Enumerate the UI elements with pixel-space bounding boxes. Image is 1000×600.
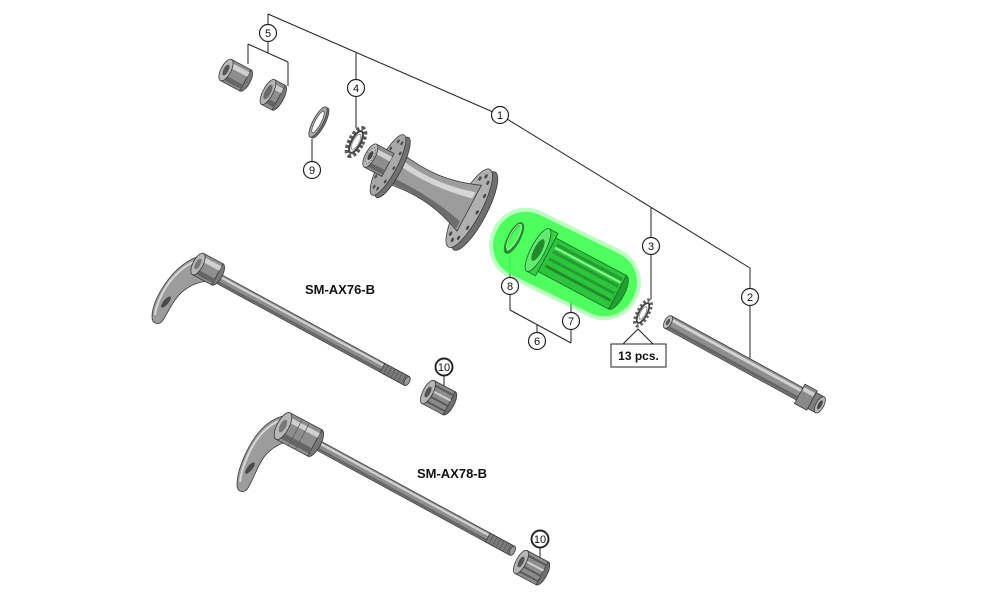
callout-9-label: 9: [309, 165, 315, 177]
callout-8: 8: [500, 276, 520, 296]
lever-slot: [161, 296, 171, 308]
thru-axle-upper-rod: [216, 274, 411, 387]
callout-10-upper: 10: [434, 357, 454, 377]
leader-lines: [247, 13, 751, 557]
thru-axle-upper-boss: [190, 252, 225, 286]
callout-7: 7: [561, 311, 581, 331]
freehub-body: [524, 228, 629, 310]
end-cap-inner: [259, 79, 287, 111]
quantity-note-text: 13 pcs.: [618, 349, 659, 363]
thru-axle-upper: [151, 252, 411, 387]
callout-6-label: 6: [534, 336, 540, 348]
callout-4-label: 4: [353, 83, 359, 95]
callout-5: 5: [258, 23, 278, 43]
callout-1: 1: [490, 105, 510, 125]
thru-axle-lower-boss: [273, 412, 324, 457]
callout-10-upper-label: 10: [438, 362, 450, 374]
callout-1-label: 1: [497, 110, 503, 122]
callout-6: 6: [527, 331, 547, 351]
callout-4: 4: [346, 78, 366, 98]
callout-10-lower: 10: [530, 529, 550, 549]
lock-ring: [344, 125, 368, 159]
thru-axle-lower-rod: [309, 437, 517, 556]
model-label-lower: SM-AX78-B: [417, 466, 487, 481]
axle-nut-lower: [513, 549, 551, 586]
callout-9: 9: [302, 160, 322, 180]
lever-slot: [245, 462, 255, 474]
callout-10-lower-label: 10: [534, 534, 546, 546]
axle-lock-ring: [633, 298, 653, 328]
axle-nut-upper: [420, 379, 458, 416]
quantity-note: 13 pcs.: [610, 343, 667, 368]
model-label-upper: SM-AX76-B: [305, 282, 375, 297]
thru-axle-lower: [236, 412, 517, 556]
o-ring: [503, 222, 525, 254]
callout-2: 2: [740, 287, 760, 307]
callout-3-label: 3: [648, 241, 654, 253]
callout-3: 3: [641, 236, 661, 256]
callout-2-label: 2: [747, 292, 753, 304]
callout-5-label: 5: [265, 28, 271, 40]
spacer-washer: [308, 106, 330, 139]
callout-8-label: 8: [507, 281, 513, 293]
hub-body: [362, 134, 499, 251]
end-cap-left: [218, 58, 253, 92]
callout-7-label: 7: [568, 316, 574, 328]
hub-axle: [663, 315, 826, 414]
